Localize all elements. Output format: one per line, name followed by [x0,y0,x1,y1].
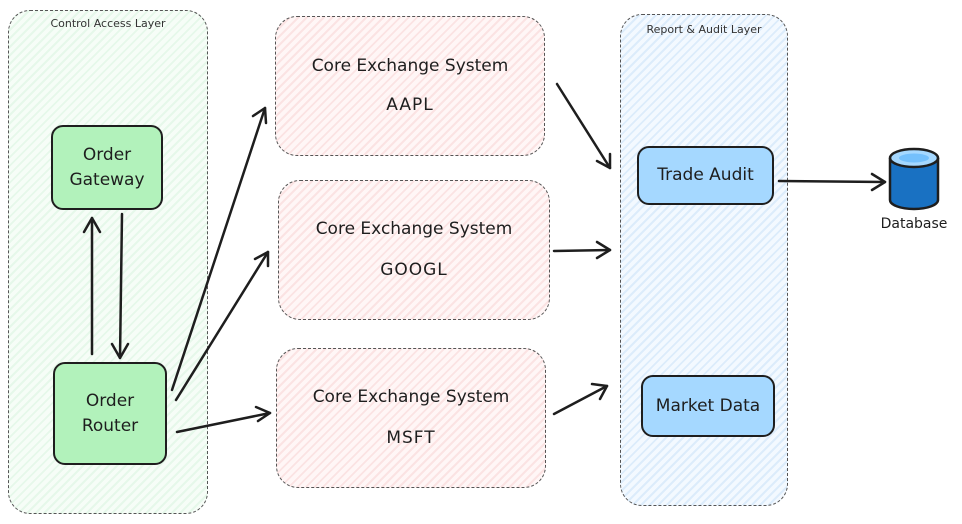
arrow-aapl-to-report [555,82,612,170]
core-exchange-googl [278,180,550,320]
arrow-audit-to-database [777,179,887,184]
trade-audit-node: Trade Audit [637,146,774,205]
core-exchange-aapl-title: Core Exchange System [311,56,509,76]
arrow-msft-to-report [552,384,609,416]
arrow-router-to-aapl [170,106,267,392]
arrow-router-to-googl [174,250,270,402]
order-gateway-label: Order Gateway [69,144,145,190]
arrow-googl-to-report [552,248,612,253]
core-exchange-msft-symbol: MSFT [386,428,436,448]
market-data-node: Market Data [641,375,775,437]
market-data-label: Market Data [655,395,761,416]
core-exchange-googl-symbol: GOOGL [380,260,448,280]
report-audit-layer-title: Report & Audit Layer [646,23,762,36]
arrow-gateway-to-router [118,212,124,360]
trade-audit-label: Trade Audit [657,165,754,186]
arrow-router-to-msft [175,411,272,434]
order-gateway-node: Order Gateway [51,125,163,210]
core-exchange-msft-title: Core Exchange System [312,387,510,407]
core-exchange-aapl [275,16,545,156]
database-label: Database [880,216,948,232]
core-exchange-msft [276,348,546,488]
core-exchange-aapl-symbol: AAPL [386,95,434,115]
core-exchange-googl-title: Core Exchange System [315,219,513,239]
control-access-layer-title: Control Access Layer [50,17,166,30]
database-icon [888,147,940,211]
order-router-label: Order Router [81,390,139,436]
order-router-node: Order Router [53,362,167,465]
